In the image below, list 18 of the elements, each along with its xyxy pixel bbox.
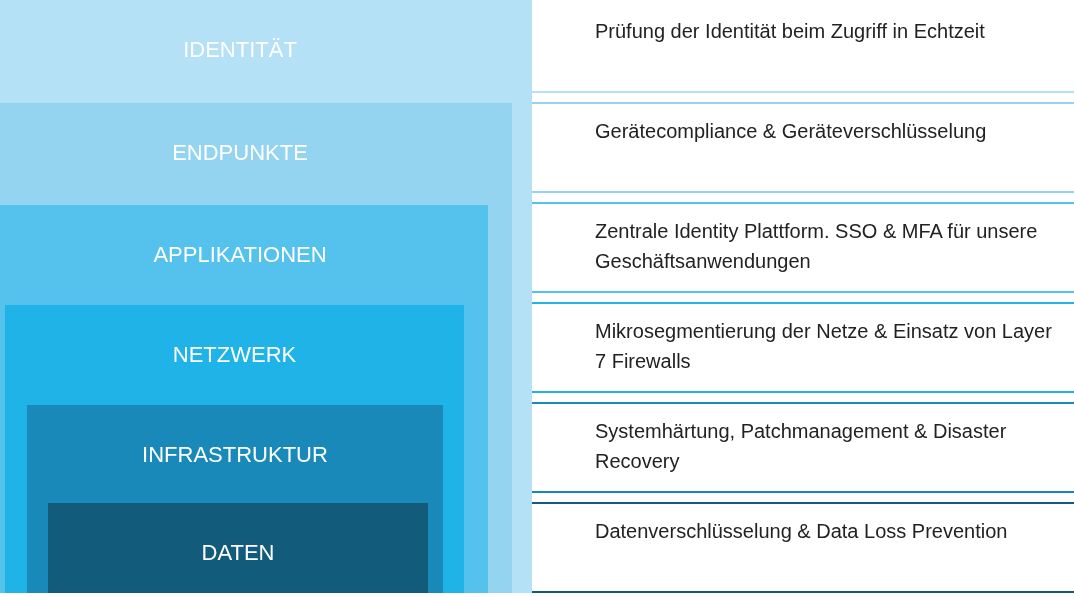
- layer-title: APPLIKATIONEN: [152, 241, 328, 269]
- layer-description: Mikrosegmentierung der Netze & Einsatz von Layer 7 Firewalls: [595, 319, 1053, 374]
- layer-band: [0, 0, 532, 593]
- layer-band: [48, 503, 428, 593]
- layer-title: INFRASTRUKTUR: [141, 441, 329, 469]
- layer-title: IDENTITÄT: [182, 36, 298, 64]
- layer-description: Datenverschlüsselung & Data Loss Prevention: [595, 519, 1009, 544]
- layer-title: ENDPUNKTE: [171, 139, 309, 167]
- layer-title: NETZWERK: [171, 341, 298, 369]
- layer-title: DATEN: [200, 539, 276, 567]
- layer-band: [0, 103, 512, 593]
- layer-description: Systemhärtung, Patchmanagement & Disaster Recovery: [595, 419, 1008, 474]
- layer-band: [5, 305, 464, 593]
- layer-band: [27, 405, 443, 593]
- layer-description: Zentrale Identity Plattform. SSO & MFA für unsere Geschäftsanwendungen: [595, 219, 1039, 274]
- layer-description: Gerätecompliance & Geräteverschlüsselung: [595, 119, 988, 144]
- layer-description: Prüfung der Identität beim Zugriff in Echtzeit: [595, 19, 986, 44]
- layer-band: [0, 205, 488, 593]
